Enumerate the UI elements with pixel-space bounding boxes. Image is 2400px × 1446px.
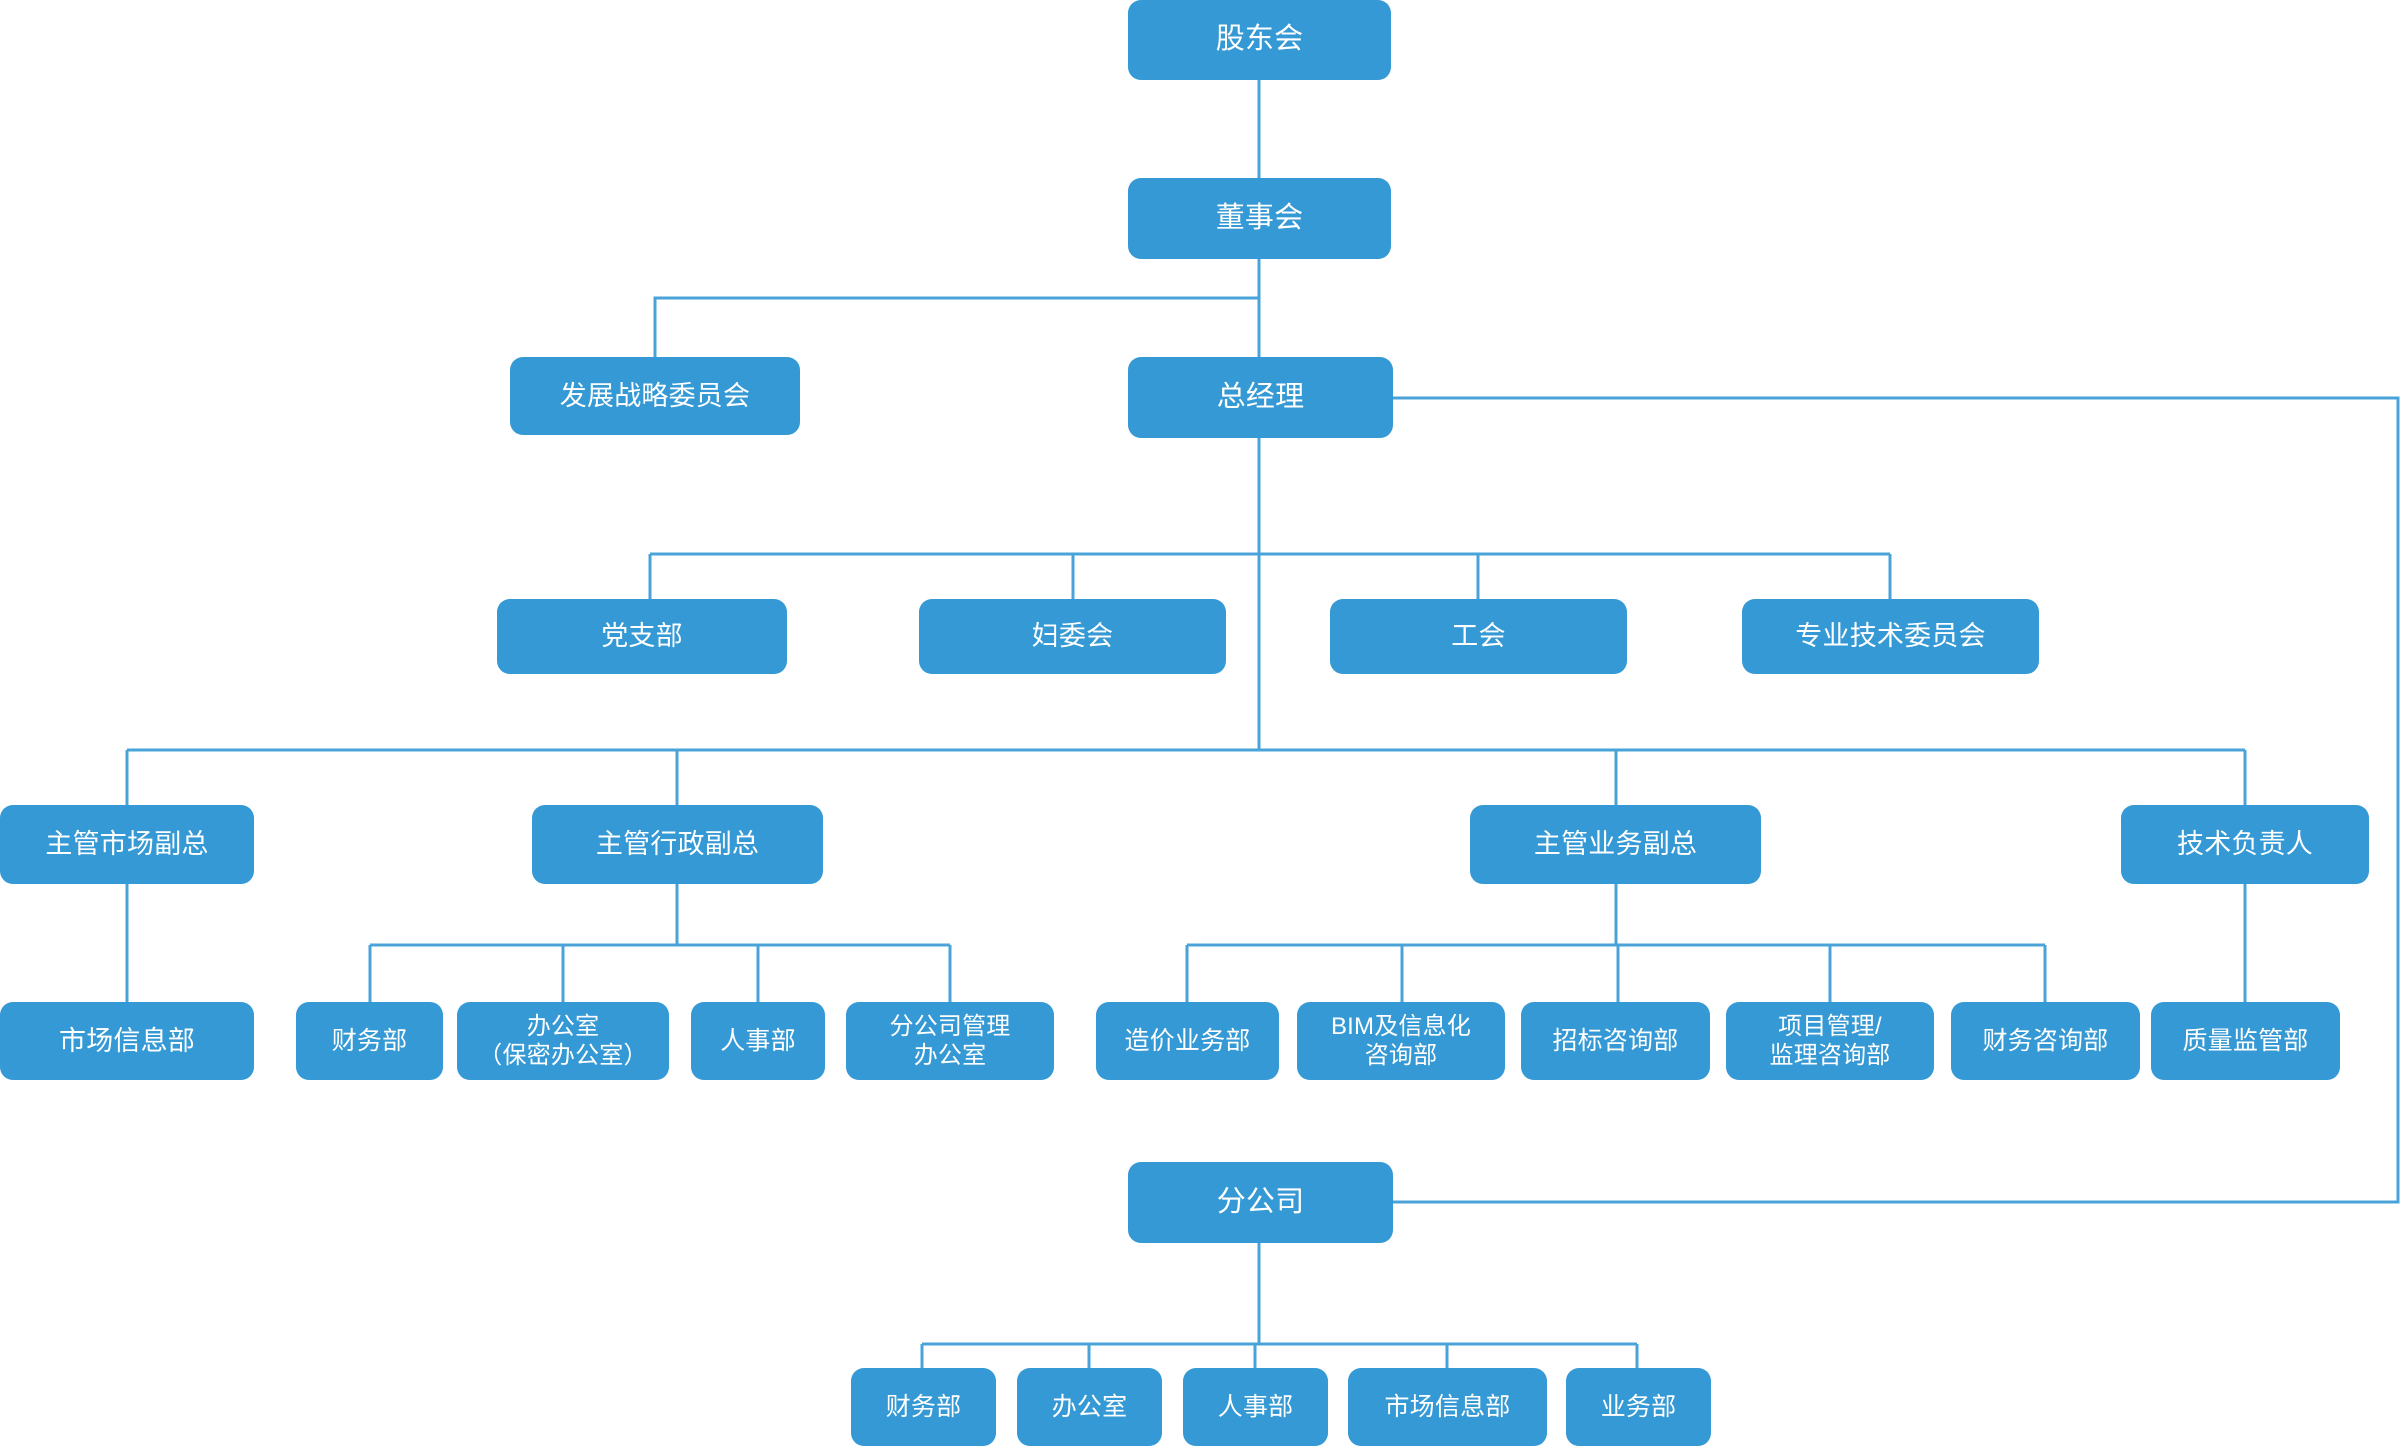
node-shareholders-meeting[interactable]: 股东会 xyxy=(1128,0,1391,80)
node-label: 分公司管理 办公室 xyxy=(889,1012,1011,1069)
node-label: 办公室 （保密办公室） xyxy=(478,1012,648,1069)
node-label: 办公室 xyxy=(1051,1392,1128,1421)
node-quality-supervision-dept[interactable]: 质量监管部 xyxy=(2151,1002,2340,1080)
node-branch-market-information-dept[interactable]: 市场信息部 xyxy=(1348,1368,1547,1446)
node-label: 党支部 xyxy=(601,621,683,652)
node-label: 妇委会 xyxy=(1031,621,1114,652)
node-label: 财务部 xyxy=(331,1026,408,1055)
node-branch-management-office[interactable]: 分公司管理 办公室 xyxy=(846,1002,1054,1080)
node-vp-administration[interactable]: 主管行政副总 xyxy=(532,805,823,884)
node-label: 发展战略委员会 xyxy=(559,380,751,411)
node-label: 质量监管部 xyxy=(2182,1026,2309,1055)
node-vp-business[interactable]: 主管业务副总 xyxy=(1470,805,1761,884)
node-label: 人事部 xyxy=(720,1026,796,1055)
node-label: 财务部 xyxy=(885,1392,962,1421)
node-label: 主管业务副总 xyxy=(1533,829,1698,860)
node-branch-office[interactable]: 办公室 xyxy=(1017,1368,1162,1446)
node-label: 财务咨询部 xyxy=(1982,1026,2109,1055)
node-label: 主管行政副总 xyxy=(595,829,760,860)
node-branch-company[interactable]: 分公司 xyxy=(1128,1162,1393,1243)
node-label: BIM及信息化 咨询部 xyxy=(1330,1012,1472,1069)
node-cost-business-dept[interactable]: 造价业务部 xyxy=(1096,1002,1279,1080)
node-branch-finance-dept[interactable]: 财务部 xyxy=(851,1368,996,1446)
node-label: 总经理 xyxy=(1216,380,1305,413)
node-label: 专业技术委员会 xyxy=(1795,621,1986,652)
node-branch-business-dept[interactable]: 业务部 xyxy=(1566,1368,1711,1446)
node-market-information-dept[interactable]: 市场信息部 xyxy=(0,1002,254,1080)
node-bim-informatization-consulting-dept[interactable]: BIM及信息化 咨询部 xyxy=(1297,1002,1505,1080)
node-professional-technical-committee[interactable]: 专业技术委员会 xyxy=(1742,599,2039,674)
node-tender-consulting-dept[interactable]: 招标咨询部 xyxy=(1521,1002,1710,1080)
node-technical-director[interactable]: 技术负责人 xyxy=(2121,805,2369,884)
node-board-of-directors[interactable]: 董事会 xyxy=(1128,178,1391,259)
node-label: 造价业务部 xyxy=(1124,1026,1251,1055)
node-branch-hr-dept[interactable]: 人事部 xyxy=(1183,1368,1328,1446)
node-women-committee[interactable]: 妇委会 xyxy=(919,599,1226,674)
node-label: 项目管理/ 监理咨询部 xyxy=(1769,1012,1891,1069)
node-vp-market[interactable]: 主管市场副总 xyxy=(0,805,254,884)
node-general-manager[interactable]: 总经理 xyxy=(1128,357,1393,438)
node-label: 市场信息部 xyxy=(59,1025,195,1056)
node-label: 分公司 xyxy=(1216,1185,1305,1218)
node-label: 股东会 xyxy=(1215,23,1304,56)
node-label: 招标咨询部 xyxy=(1552,1026,1679,1055)
node-project-management-supervision-consulting-dept[interactable]: 项目管理/ 监理咨询部 xyxy=(1726,1002,1934,1080)
node-finance-consulting-dept[interactable]: 财务咨询部 xyxy=(1951,1002,2140,1080)
node-labor-union[interactable]: 工会 xyxy=(1330,599,1627,674)
node-hr-dept[interactable]: 人事部 xyxy=(691,1002,825,1080)
edge-gm-to-branch-company xyxy=(1393,396,2400,1204)
node-label: 工会 xyxy=(1451,621,1506,652)
node-label: 董事会 xyxy=(1215,201,1304,234)
node-finance-dept[interactable]: 财务部 xyxy=(296,1002,443,1080)
node-label: 人事部 xyxy=(1217,1392,1294,1421)
node-development-strategy-committee[interactable]: 发展战略委员会 xyxy=(510,357,800,435)
node-office-confidential[interactable]: 办公室 （保密办公室） xyxy=(457,1002,669,1080)
node-label: 市场信息部 xyxy=(1384,1392,1511,1421)
node-label: 主管市场副总 xyxy=(45,829,209,860)
node-party-branch[interactable]: 党支部 xyxy=(497,599,787,674)
node-label: 技术负责人 xyxy=(2177,829,2313,860)
node-label: 业务部 xyxy=(1600,1392,1677,1421)
